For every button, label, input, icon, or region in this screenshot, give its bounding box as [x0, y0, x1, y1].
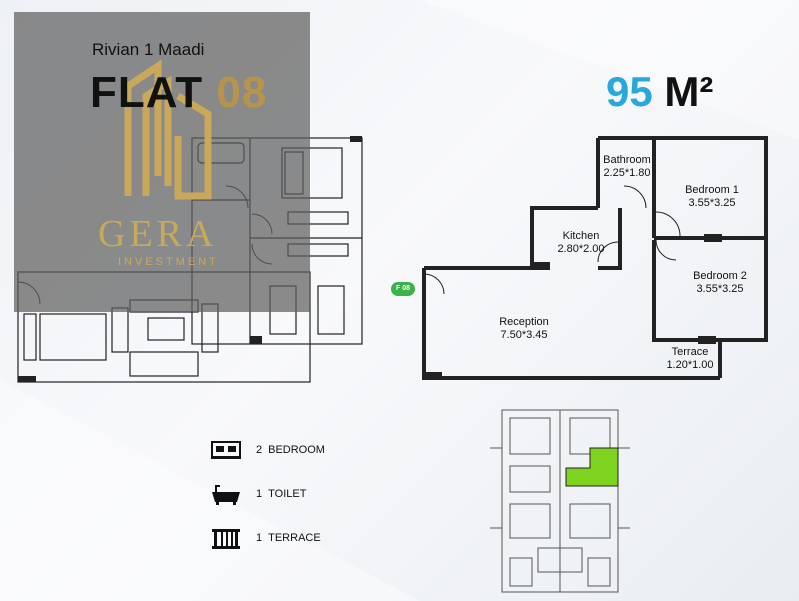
room-size: 3.55*3.25 [688, 197, 736, 209]
room-bathroom: Bathroom 2.25*1.80 [600, 154, 654, 180]
logo-overlay [14, 12, 310, 312]
room-size: 2.25*1.80 [603, 167, 651, 179]
room-reception: Reception 7.50*3.45 [486, 316, 562, 342]
legend-count: 2 [256, 444, 263, 456]
legend-label: TERRACE [268, 532, 321, 544]
key-plan [490, 409, 630, 593]
flat-number: 08 [216, 68, 268, 117]
area-number: 95 [606, 68, 653, 115]
room-bedroom-2: Bedroom 2 3.55*3.25 [680, 270, 760, 296]
room-name: Terrace [671, 346, 709, 358]
room-name: Bathroom [603, 154, 651, 166]
room-size: 1.20*1.00 [666, 359, 714, 371]
legend-label: TOILET [268, 488, 307, 500]
entrance-door-tag: F 08 [391, 282, 415, 296]
legend-bedroom: 2 BEDROOM [210, 438, 325, 462]
room-name: Bedroom 1 [685, 184, 739, 196]
room-terrace: Terrace 1.20*1.00 [664, 346, 716, 372]
legend-label: BEDROOM [268, 444, 325, 456]
gera-logo-icon [124, 59, 212, 200]
flat-title: FLAT 08 [90, 68, 267, 118]
legend-count: 1 [256, 488, 263, 500]
flat-word: FLAT [90, 68, 204, 117]
bathtub-icon [212, 485, 240, 505]
room-size: 7.50*3.45 [500, 329, 548, 341]
area-unit: M² [664, 68, 714, 115]
project-name: Rivian 1 Maadi [92, 40, 205, 59]
room-name: Kitchen [562, 230, 600, 242]
logo-name: GERA [98, 213, 218, 255]
flat-area: 95 M² [606, 68, 713, 116]
legend-toilet: 1 TOILET [210, 482, 306, 506]
room-kitchen: Kitchen 2.80*2.00 [548, 230, 614, 256]
railing-icon [212, 529, 240, 549]
legend-terrace: 1 TERRACE [210, 526, 321, 550]
room-name: Reception [499, 316, 549, 328]
flat-08-highlight [565, 447, 619, 487]
room-bedroom-1: Bedroom 1 3.55*3.25 [672, 184, 752, 210]
room-size: 2.80*2.00 [557, 243, 605, 255]
room-name: Bedroom 2 [693, 270, 747, 282]
bed-icon [211, 441, 241, 459]
room-size: 3.55*3.25 [696, 283, 744, 295]
logo-tagline: INVESTMENT [118, 256, 219, 268]
legend-count: 1 [256, 532, 263, 544]
